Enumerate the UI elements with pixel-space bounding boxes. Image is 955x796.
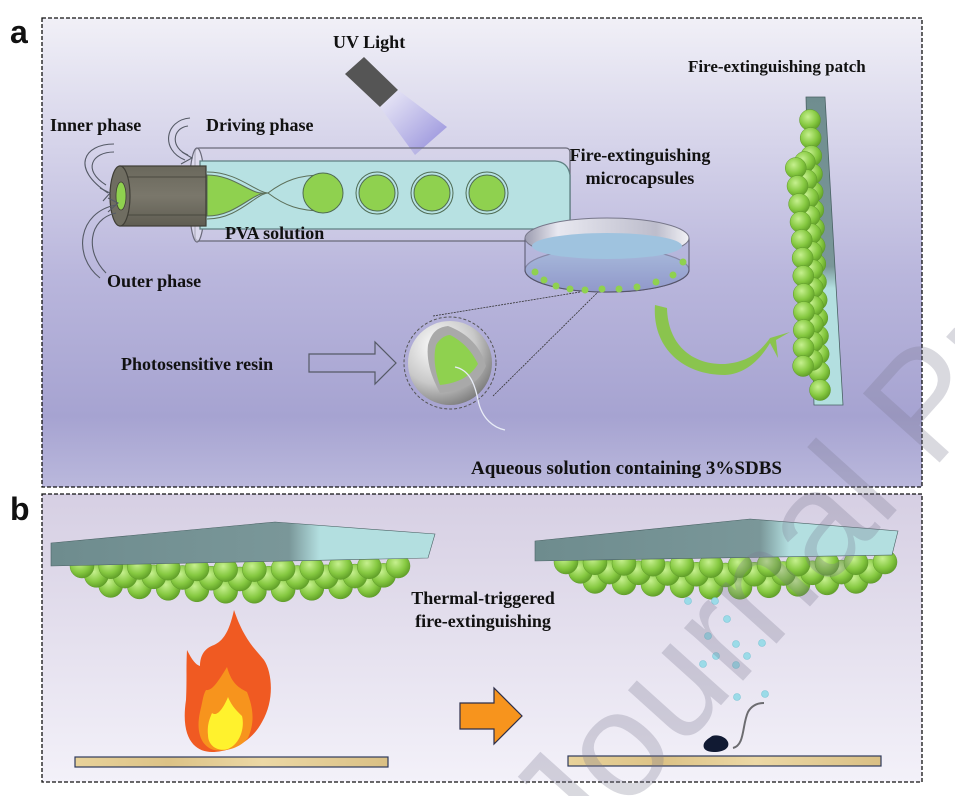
panel-b: b Thermal-triggered fire-extinguishing [10, 491, 923, 783]
outer-phase-label: Outer phase [107, 271, 201, 291]
panel-a-letter: a [10, 14, 28, 50]
wood-board-left [74, 756, 389, 768]
nozzle [109, 165, 207, 227]
uv-lamp-icon [345, 57, 447, 155]
inner-phase-label: Inner phase [50, 115, 141, 135]
microcapsules-label-line1: Fire-extinguishing [570, 145, 711, 165]
thermal-triggered-label-line1: Thermal-triggered [411, 588, 555, 608]
dish-microcapsules [531, 258, 687, 294]
pva-solution-label: PVA solution [225, 223, 324, 243]
core-shell-capsule [403, 316, 506, 431]
patch-right [534, 518, 899, 600]
zoom-lines [432, 291, 599, 397]
orange-right-arrow-icon [459, 686, 523, 746]
thermal-triggered-label-line2: fire-extinguishing [415, 611, 551, 631]
water-droplets [684, 597, 769, 701]
microcapsules-label-line2: microcapsules [586, 168, 695, 188]
patch-label: Fire-extinguishing patch [688, 57, 866, 76]
vertical-patch [785, 96, 844, 406]
panel-a-frame [41, 17, 923, 488]
droplet-row [302, 171, 509, 215]
photosensitive-resin-label: Photosensitive resin [121, 354, 273, 374]
patch-left [50, 521, 436, 604]
microcapsule-sphere [786, 175, 809, 197]
panel-b-letter: b [10, 491, 30, 527]
smoke-wisp [732, 702, 765, 749]
microfluidic-device [82, 117, 571, 279]
curved-green-arrow-icon [654, 305, 790, 375]
inflow-arrows [82, 117, 194, 279]
wood-board-right [567, 755, 882, 767]
aqueous-solution-label: Aqueous solution containing 3%SDBS [471, 458, 782, 479]
panel-a: a UV Light [10, 14, 923, 488]
microcapsule-sphere [785, 157, 807, 179]
flame-icon [184, 610, 271, 752]
microcapsule-sphere [809, 379, 831, 401]
microcapsule-sphere [792, 355, 814, 377]
driving-phase-label: Driving phase [206, 115, 314, 135]
petri-dish [524, 217, 690, 294]
uv-light-label: UV Light [333, 32, 405, 52]
photosensitive-resin-arrow [308, 340, 397, 386]
ash-remnant [703, 735, 729, 752]
